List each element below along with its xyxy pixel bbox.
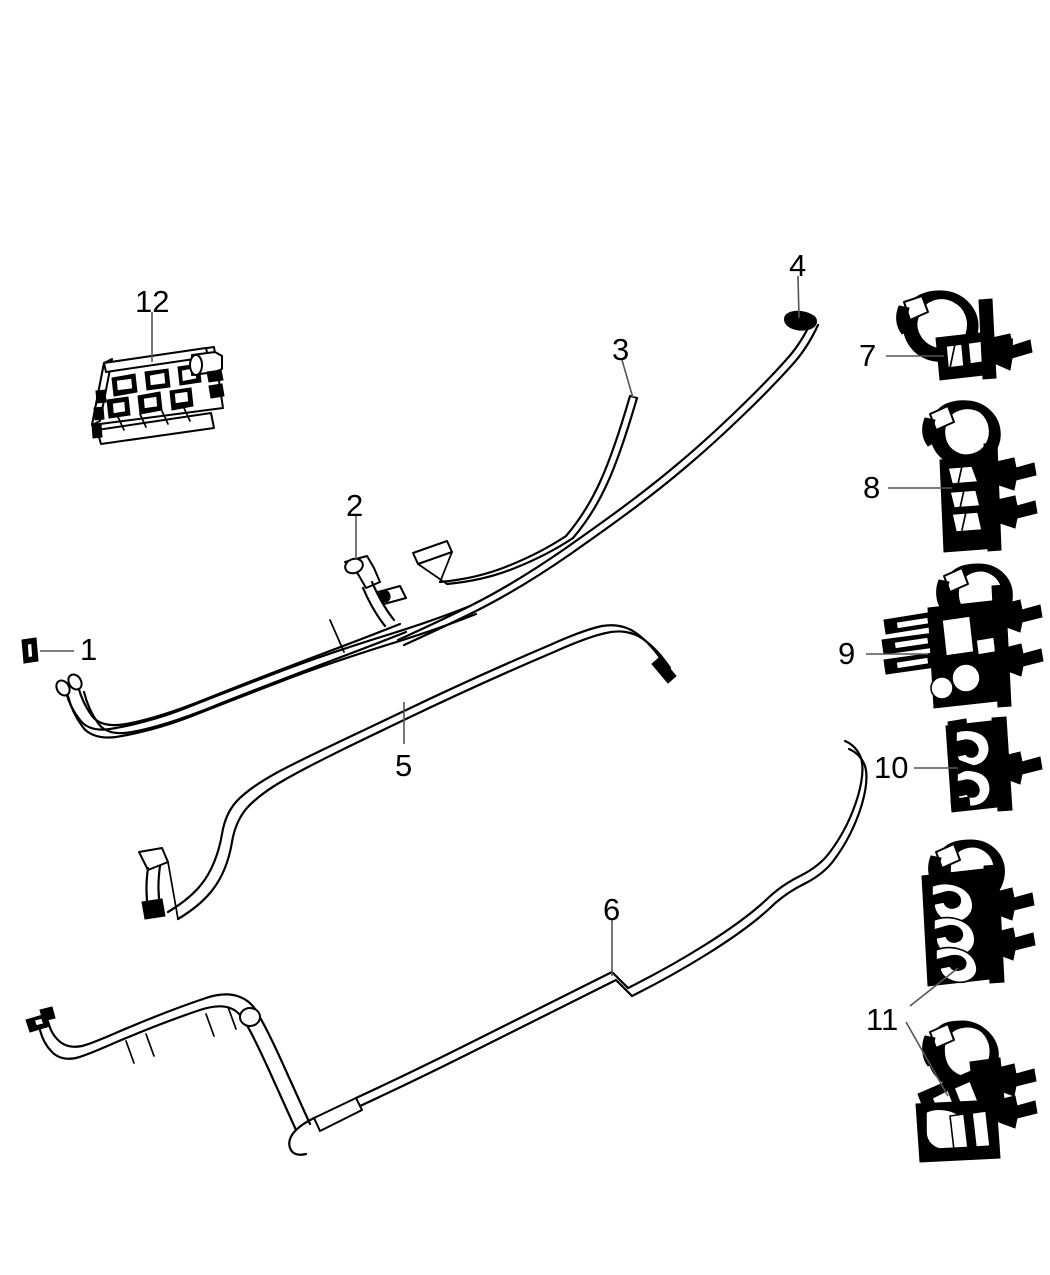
callout-label-8: 8	[863, 470, 881, 505]
part-6-fuel-supply-tube-rear	[25, 739, 868, 1156]
callout-label-4: 4	[789, 248, 807, 283]
callout-label-1: 1	[80, 632, 98, 667]
callout-label-2: 2	[346, 488, 364, 523]
callout-label-10: 10	[874, 750, 909, 785]
leader-line-4	[797, 275, 800, 319]
part-11-bundle-retainer-clip-upper	[921, 839, 1036, 987]
callout-label-6: 6	[603, 892, 621, 927]
part-11-bundle-retainer-clip-lower	[915, 1020, 1038, 1163]
part-10-dual-pocket-retainer-clip	[945, 716, 1043, 813]
part-5-fuel-return-tube	[138, 624, 677, 921]
part-8-two-line-retainer-clip	[922, 400, 1038, 553]
part-2-twin-tube-run	[55, 585, 478, 739]
callout-label-12: 12	[135, 284, 170, 319]
part-2-fuel-supply-tube-connector	[344, 555, 396, 628]
callout-label-9: 9	[838, 636, 856, 671]
callout-label-3: 3	[612, 332, 630, 367]
callout-label-7: 7	[859, 338, 877, 373]
leader-line-11b	[905, 1021, 949, 1097]
leader-line-11a	[909, 967, 959, 1007]
part-7-single-line-retainer-clip	[896, 290, 1033, 381]
part-3-vapor-branch-tube	[412, 394, 639, 586]
part-1-push-in-retainer-clip	[21, 637, 39, 664]
part-12-fuel-line-bracket-assembly	[91, 346, 225, 445]
callout-label-5: 5	[395, 748, 413, 783]
part-9-multi-line-retainer-clip	[881, 563, 1044, 709]
leader-line-3	[621, 359, 634, 399]
callout-label-11: 11	[866, 1002, 899, 1037]
